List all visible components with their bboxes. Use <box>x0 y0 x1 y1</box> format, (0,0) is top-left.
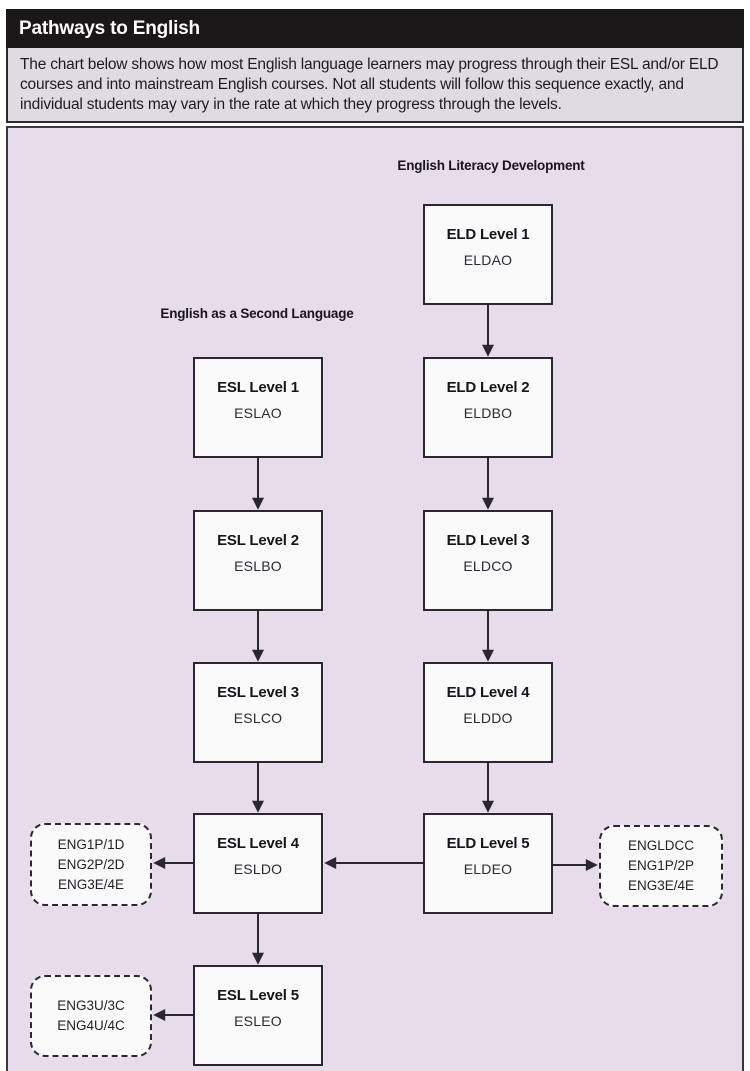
node-code: ELDCO <box>463 557 513 574</box>
outcome-line: ENG1P/2P <box>627 858 695 873</box>
node-esl-level-2: ESL Level 2 ESLBO <box>193 510 323 611</box>
outcome-box-esl5: ENG3U/3C ENG4U/4C <box>30 975 152 1057</box>
node-title: ELD Level 3 <box>446 531 530 549</box>
outcome-box-eld5: ENGLDCC ENG1P/2P ENG3E/4E <box>599 825 723 907</box>
description-text: The chart below shows how most English l… <box>6 48 744 123</box>
flow-arrows <box>153 305 598 1021</box>
node-title: ELD Level 4 <box>446 683 530 701</box>
node-code: ESLAO <box>234 404 282 421</box>
node-code: ESLBO <box>234 557 282 574</box>
node-code: ESLDO <box>233 860 283 877</box>
node-title: ESL Level 2 <box>217 531 299 549</box>
node-eld-level-3: ELD Level 3 ELDCO <box>423 510 553 611</box>
node-code: ELDDO <box>463 709 513 726</box>
esl-column-label: English as a Second Language <box>160 306 354 321</box>
node-title: ELD Level 5 <box>446 834 530 852</box>
node-title: ELD Level 1 <box>446 225 530 243</box>
node-title: ESL Level 1 <box>217 378 299 396</box>
node-code: ELDAO <box>463 251 513 268</box>
node-esl-level-4: ESL Level 4 ESLDO <box>193 813 323 914</box>
outcome-line: ENG1P/1D <box>57 836 125 852</box>
page-title: Pathways to English <box>6 9 744 48</box>
node-eld-level-2: ELD Level 2 ELDBO <box>423 357 553 458</box>
flowchart-panel: English Literacy Development English as … <box>6 126 744 1071</box>
outcome-line: ENG4U/4C <box>57 1018 125 1033</box>
node-code: ELDBO <box>463 404 513 421</box>
eld-column-label: English Literacy Development <box>397 158 585 173</box>
node-eld-level-5: ELD Level 5 ELDEO <box>423 813 553 914</box>
outcome-line: ENG2P/2D <box>57 856 125 872</box>
node-title: ESL Level 4 <box>217 834 299 852</box>
node-esl-level-1: ESL Level 1 ESLAO <box>193 357 323 458</box>
outcome-box-esl4: ENG1P/1D ENG2P/2D ENG3E/4E <box>30 823 152 906</box>
node-esl-level-5: ESL Level 5 ESLEO <box>193 965 323 1066</box>
node-title: ESL Level 3 <box>217 683 299 701</box>
outcome-line: ENGLDCC <box>627 838 694 853</box>
node-code: ESLCO <box>233 709 283 726</box>
node-code: ELDEO <box>463 860 513 877</box>
node-title: ESL Level 5 <box>217 986 299 1004</box>
node-code: ESLEO <box>234 1012 282 1029</box>
node-esl-level-3: ESL Level 3 ESLCO <box>193 662 323 763</box>
node-eld-level-4: ELD Level 4 ELDDO <box>423 662 553 763</box>
outcome-line: ENG3E/4E <box>627 878 695 893</box>
outcome-line: ENG3E/4E <box>57 876 125 892</box>
node-eld-level-1: ELD Level 1 ELDAO <box>423 204 553 305</box>
node-title: ELD Level 2 <box>446 378 530 396</box>
outcome-line: ENG3U/3C <box>57 998 125 1013</box>
